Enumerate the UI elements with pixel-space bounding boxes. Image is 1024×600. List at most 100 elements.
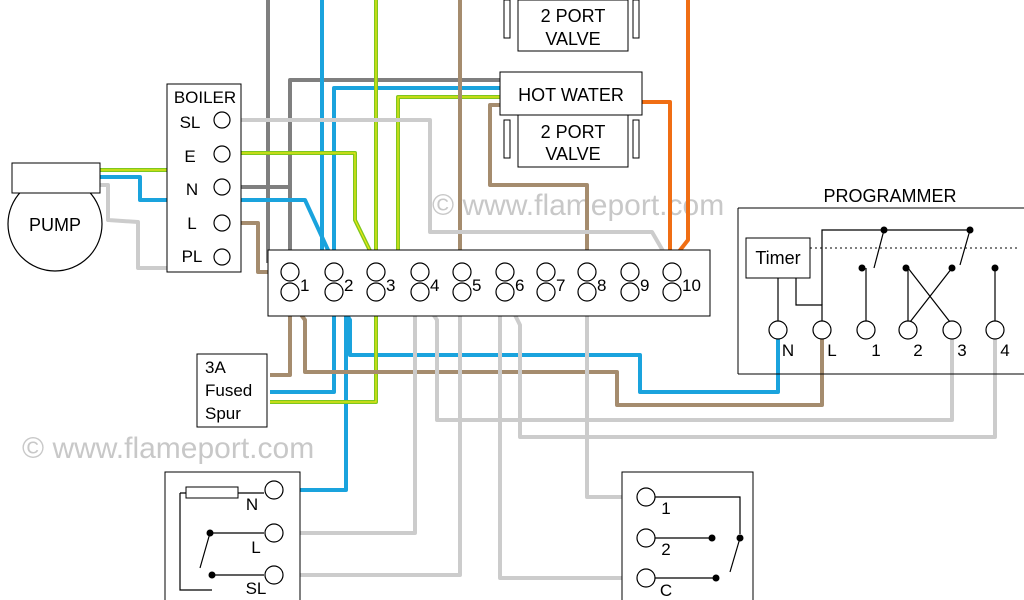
- wire-brown-spur: [270, 295, 292, 377]
- programmer-terminal-n: [768, 320, 788, 340]
- strip-terminal-3-bottom: [366, 282, 386, 302]
- strip-terminal-label-10: 10: [682, 276, 701, 295]
- wire-brown-programmer: [288, 298, 824, 407]
- programmer-terminal-4: [985, 320, 1005, 340]
- room-stat-terminal-l: [264, 523, 284, 543]
- strip-terminal-label-9: 9: [640, 276, 649, 295]
- programmer-title: PROGRAMMER: [823, 186, 956, 206]
- strip-terminal-7-bottom: [536, 282, 556, 302]
- strip-terminal-4-top: [410, 262, 430, 282]
- room-stat-l-label: L: [251, 538, 260, 557]
- programmer-terminal-label-n: N: [782, 341, 794, 360]
- boiler-title: BOILER: [174, 88, 236, 107]
- watermark-top: © www.flameport.com: [432, 189, 724, 222]
- valve-hot-water: HOT WATER 2 PORT VALVE: [499, 71, 643, 168]
- boiler: BOILER SL E N L PL: [166, 83, 242, 273]
- strip-terminal-4-bottom: [410, 282, 430, 302]
- programmer-terminal-2: [898, 320, 918, 340]
- cyl-stat-terminal-1: [636, 487, 656, 507]
- fused-spur: 3A Fused Spur: [196, 353, 268, 428]
- fused-spur-box: [196, 353, 268, 428]
- strip-terminal-8-top: [577, 262, 597, 282]
- svg-text:2 PORT: 2 PORT: [541, 122, 606, 142]
- strip-terminal-2-top: [324, 262, 344, 282]
- strip-terminal-label-1: 1: [300, 276, 309, 295]
- strip-terminal-label-2: 2: [344, 276, 353, 295]
- wire-lightgrey-roomstat-sl: [283, 295, 462, 577]
- strip-terminal-label-7: 7: [556, 276, 565, 295]
- programmer-terminal-label-3: 3: [957, 341, 966, 360]
- strip-terminal-3-top: [366, 262, 386, 282]
- cyl-stat-1-label: 1: [661, 499, 670, 518]
- room-stat-terminal-n: [264, 480, 284, 500]
- strip-terminal-9-bottom: [620, 282, 640, 302]
- cyl-stat-2-label: 2: [661, 540, 670, 559]
- boiler-terminal-sl: [213, 111, 231, 129]
- terminal-strip: 1 2 3 4 5 6 7 8 9 10: [267, 249, 711, 317]
- strip-terminal-label-3: 3: [386, 276, 395, 295]
- svg-text:Fused: Fused: [205, 381, 252, 400]
- strip-terminal-6-bottom: [495, 282, 515, 302]
- svg-text:3A: 3A: [205, 358, 226, 377]
- svg-text:VALVE: VALVE: [545, 144, 600, 164]
- boiler-terminal-n: [213, 178, 231, 196]
- hot-water-head: [499, 71, 643, 116]
- programmer-terminal-label-1: 1: [871, 341, 880, 360]
- room-stat-n-label: N: [246, 495, 258, 514]
- boiler-terminal-l-label: L: [187, 214, 196, 233]
- strip-terminal-label-5: 5: [472, 276, 481, 295]
- room-thermostat-resistor: [185, 486, 239, 499]
- valve-top: 2 PORT VALVE: [503, 0, 640, 52]
- strip-terminal-label-6: 6: [515, 276, 524, 295]
- pump: PUMP: [7, 162, 103, 272]
- room-stat-sl-label: SL: [246, 579, 267, 598]
- svg-text:VALVE: VALVE: [545, 29, 600, 49]
- room-thermostat: N L SL: [164, 471, 301, 600]
- cyl-stat-terminal-c: [636, 568, 656, 588]
- strip-terminal-10-top: [662, 262, 682, 282]
- wire-brown-hw: [488, 103, 589, 263]
- valve-top-body: [517, 0, 629, 52]
- programmer-terminal-l: [812, 320, 832, 340]
- programmer-timer: [745, 237, 811, 279]
- wire-blue-hw: [332, 86, 500, 263]
- boiler-terminal-e-label: E: [184, 147, 195, 166]
- strip-terminal-10-bottom: [662, 282, 682, 302]
- strip-terminal-label-4: 4: [430, 276, 439, 295]
- strip-terminal-2-bottom: [324, 282, 344, 302]
- room-thermostat-box: [164, 471, 301, 600]
- programmer-terminal-label-l: L: [827, 341, 836, 360]
- programmer-terminal-3: [942, 320, 962, 340]
- boiler-terminal-pl: [213, 248, 231, 266]
- strip-terminal-5-top: [452, 262, 472, 282]
- strip-terminal-9-top: [620, 262, 640, 282]
- cyl-stat-c-label: C: [660, 581, 672, 600]
- strip-terminal-label-8: 8: [597, 276, 606, 295]
- svg-text:2 PORT: 2 PORT: [541, 6, 606, 26]
- boiler-terminal-sl-label: SL: [180, 113, 201, 132]
- wire-blue-spur: [270, 295, 336, 394]
- cylinder-thermostat: 1 2 C: [621, 471, 754, 600]
- wire-orange-hw: [642, 100, 672, 263]
- watermark-left: © www.flameport.com: [22, 432, 314, 465]
- strip-terminal-6-top: [495, 262, 515, 282]
- pump-label: PUMP: [29, 215, 81, 235]
- programmer-timer-label: Timer: [755, 248, 800, 268]
- terminal-strip-box: [267, 249, 711, 317]
- wire-blue-programmer: [332, 293, 780, 394]
- programmer-terminal-1: [856, 320, 876, 340]
- boiler-terminal-e: [213, 145, 231, 163]
- svg-text:Spur: Spur: [205, 404, 241, 423]
- strip-terminal-5-bottom: [452, 282, 472, 302]
- pump-terminal-box: [11, 162, 101, 194]
- strip-terminal-8-bottom: [577, 282, 597, 302]
- cylinder-thermostat-box: [621, 471, 754, 600]
- programmer-terminal-label-2: 2: [913, 341, 922, 360]
- boiler-terminal-l: [213, 214, 231, 232]
- svg-text:HOT WATER: HOT WATER: [518, 85, 624, 105]
- wire-lightgrey-boiler-sl: [232, 118, 672, 265]
- room-stat-terminal-sl: [264, 565, 284, 585]
- wire-blue-pump: [100, 175, 336, 264]
